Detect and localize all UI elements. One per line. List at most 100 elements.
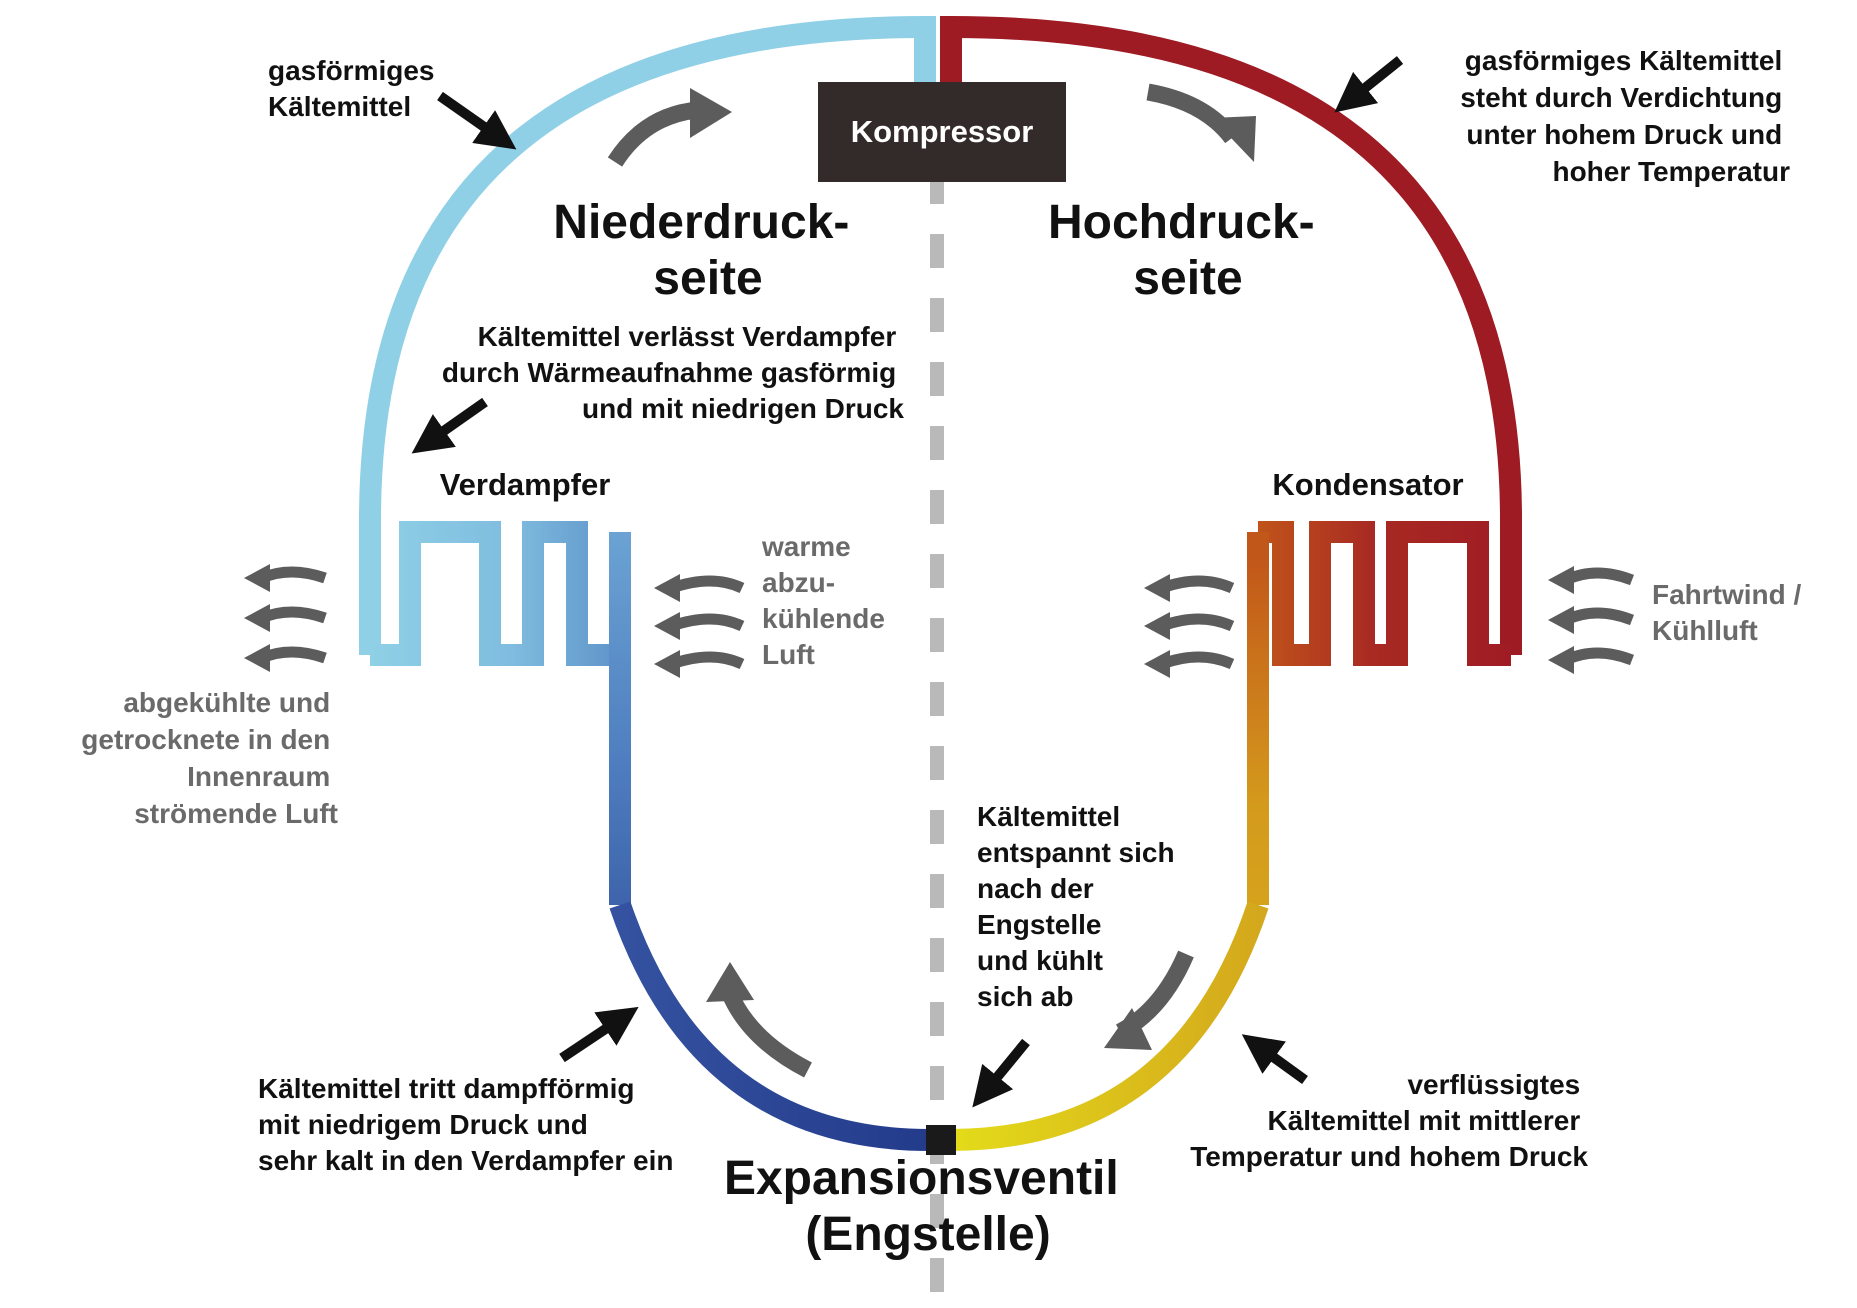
annotation-leaves-evaporator: Kältemittel verlässt Verdampfer durch Wä… bbox=[442, 321, 905, 424]
annotation-line: hoher Temperatur bbox=[1552, 156, 1790, 187]
air-arrow bbox=[259, 606, 327, 624]
air-arrow-head bbox=[244, 564, 270, 592]
annotation-cooled-air: abgekühlte und getrocknete in den Innenr… bbox=[81, 687, 338, 829]
air-arrow bbox=[1563, 607, 1634, 626]
annotation-line: getrocknete in den bbox=[81, 724, 330, 755]
air-arrow-head bbox=[654, 612, 680, 640]
annotation-line: Luft bbox=[762, 639, 815, 670]
air-arrow bbox=[1563, 567, 1634, 586]
air-arrow bbox=[670, 575, 745, 594]
annotation-line: unter hohem Druck und bbox=[1466, 119, 1782, 150]
air-arrow-head bbox=[1144, 574, 1170, 602]
flow-arrow-towards-evaporator bbox=[722, 990, 812, 1078]
low-pressure-side-line: seite bbox=[653, 252, 762, 305]
pointer-arrow-enters-evaporator bbox=[559, 1006, 639, 1063]
annotation-line: Temperatur und hohem Druck bbox=[1190, 1141, 1588, 1172]
air-arrow bbox=[670, 651, 745, 670]
air-arrow-head bbox=[1144, 650, 1170, 678]
annotation-line: Kältemittel bbox=[977, 801, 1120, 832]
air-arrow-head bbox=[654, 650, 680, 678]
annotation-line: gasförmiges bbox=[268, 55, 435, 86]
low-pressure-side-line: Niederdruck- bbox=[553, 196, 849, 249]
evaporator-label: Verdampfer bbox=[440, 467, 611, 502]
air-arrow-head bbox=[244, 644, 270, 672]
airflow-condenser-right-arrows bbox=[1563, 567, 1634, 666]
pointer-arrow-leaves-evaporator bbox=[411, 397, 488, 454]
condenser-label: Kondensator bbox=[1272, 467, 1463, 502]
high-side-liquid-pipe bbox=[949, 901, 1269, 1151]
annotation-line: sehr kalt in den Verdampfer ein bbox=[258, 1145, 673, 1176]
flow-arrow-to-compressor bbox=[607, 101, 700, 167]
annotation-line: Kühlluft bbox=[1652, 615, 1758, 646]
pointer-arrow-liquefied bbox=[1241, 1034, 1308, 1085]
annotation-line: steht durch Verdichtung bbox=[1460, 82, 1782, 113]
flow-arrow-heads bbox=[690, 88, 1256, 1050]
air-arrow bbox=[1160, 613, 1235, 632]
air-arrow-head bbox=[1548, 646, 1574, 674]
airflow-cooled-air-arrows bbox=[259, 566, 327, 664]
annotation-line: und mit niedrigen Druck bbox=[582, 393, 904, 424]
annotation-line: verflüssigtes bbox=[1407, 1069, 1580, 1100]
air-arrow bbox=[1563, 647, 1634, 666]
annotation-liquefied: verflüssigtes Kältemittel mit mittlerer … bbox=[1190, 1069, 1588, 1172]
air-arrow-head bbox=[244, 604, 270, 632]
annotation-line: nach der bbox=[977, 873, 1094, 904]
airflow-cooled-air-heads bbox=[244, 564, 270, 672]
annotation-line: kühlende bbox=[762, 603, 885, 634]
annotation-line: Kältemittel verlässt Verdampfer bbox=[478, 321, 897, 352]
annotation-line: entspannt sich bbox=[977, 837, 1175, 868]
flow-arrow-towards-evaporator-head bbox=[706, 962, 754, 1002]
flow-arrow-into-expansion-head bbox=[1104, 1008, 1152, 1050]
expansion-valve-line: Expansionsventil bbox=[724, 1152, 1119, 1205]
high-pressure-side-line: seite bbox=[1133, 252, 1242, 305]
low-pressure-side-title: Niederdruck- seite bbox=[553, 196, 862, 305]
annotation-line: und kühlt bbox=[977, 945, 1103, 976]
annotation-line: Kältemittel tritt dampfförmig bbox=[258, 1073, 634, 1104]
air-arrow-head bbox=[1144, 612, 1170, 640]
air-arrow bbox=[670, 613, 745, 632]
annotation-line: abgekühlte und bbox=[123, 687, 330, 718]
high-pressure-side-line: Hochdruck- bbox=[1048, 196, 1315, 249]
high-pressure-side-title: Hochdruck- seite bbox=[1048, 196, 1328, 305]
annotation-line: Kältemittel mit mittlerer bbox=[1267, 1105, 1580, 1136]
low-side-liquid-pipe bbox=[609, 901, 931, 1151]
pointer-arrow-gas-low bbox=[437, 91, 517, 150]
evaporator-coil bbox=[370, 521, 631, 666]
annotation-enters-evaporator: Kältemittel tritt dampfförmig mit niedri… bbox=[258, 1073, 673, 1176]
annotation-expands: Kältemittel entspannt sich nach der Engs… bbox=[977, 801, 1182, 1012]
annotation-line: strömende Luft bbox=[134, 798, 338, 829]
airflow-condenser-left-heads bbox=[1144, 574, 1170, 678]
annotation-line: Fahrtwind / bbox=[1652, 579, 1802, 610]
airflow-warm-air-arrows bbox=[670, 575, 745, 670]
annotation-line: abzu- bbox=[762, 567, 835, 598]
annotation-line: gasförmiges Kältemittel bbox=[1465, 45, 1782, 76]
high-side-gas-pipe bbox=[940, 15, 1522, 655]
airflow-condenser-right-heads bbox=[1548, 566, 1574, 674]
flow-arrow-from-compressor-head bbox=[1212, 116, 1256, 162]
air-arrow bbox=[1160, 575, 1235, 594]
air-arrow bbox=[259, 566, 327, 584]
annotation-airflow-condenser: Fahrtwind / Kühlluft bbox=[1652, 579, 1809, 646]
annotation-line: sich ab bbox=[977, 981, 1073, 1012]
airflow-condenser-left-arrows bbox=[1160, 575, 1235, 670]
compressor-label: Kompressor bbox=[851, 114, 1034, 149]
annotation-line: durch Wärmeaufnahme gasförmig bbox=[442, 357, 896, 388]
expansion-valve-block bbox=[926, 1125, 956, 1155]
pointer-arrow-gas-high bbox=[1334, 56, 1404, 113]
air-arrow-head bbox=[654, 574, 680, 602]
air-arrow bbox=[259, 646, 327, 664]
pointer-arrows bbox=[411, 56, 1404, 1108]
annotation-line: mit niedrigem Druck und bbox=[258, 1109, 588, 1140]
flow-arrow-to-compressor-head bbox=[690, 88, 732, 138]
condenser-coil bbox=[1258, 521, 1511, 666]
air-arrow-head bbox=[1548, 566, 1574, 594]
annotation-gas-refrigerant-low: gasförmiges Kältemittel bbox=[268, 55, 442, 122]
low-side-gas-pipe bbox=[359, 15, 936, 655]
annotation-warm-air: warme abzu- kühlende Luft bbox=[761, 531, 893, 670]
airflow-warm-air-heads bbox=[654, 574, 680, 678]
annotation-line: Kältemittel bbox=[268, 91, 411, 122]
expansion-valve-label: Expansionsventil (Engstelle) bbox=[724, 1152, 1132, 1261]
annotation-line: Innenraum bbox=[187, 761, 330, 792]
air-arrow bbox=[1160, 651, 1235, 670]
